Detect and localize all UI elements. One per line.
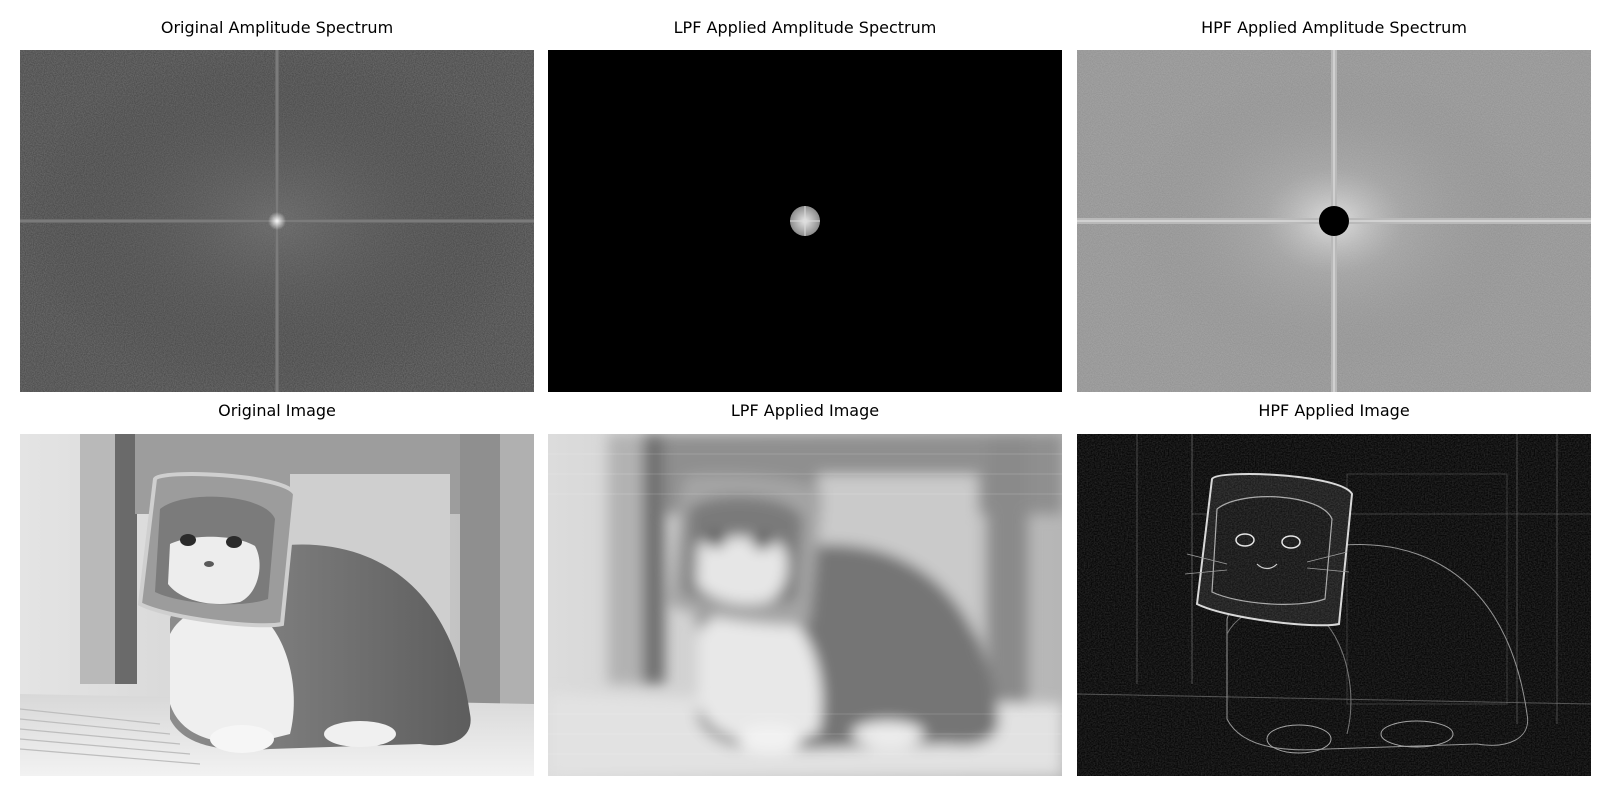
hpf-cat-image [1077,434,1591,776]
panel-title-original-spectrum: Original Amplitude Spectrum [160,18,394,37]
panel-title-lpf-image: LPF Applied Image [730,401,880,420]
original-spectrum-image [20,50,534,392]
panel-title-original-image: Original Image [218,401,336,420]
panel-title-hpf-image: HPF Applied Image [1258,401,1410,420]
panel-title-lpf-spectrum: LPF Applied Amplitude Spectrum [673,18,937,37]
lpf-cat-image [548,434,1062,776]
hpf-spectrum-image [1077,50,1591,392]
lpf-spectrum-image [548,50,1062,392]
panel-title-hpf-spectrum: HPF Applied Amplitude Spectrum [1201,18,1467,37]
original-cat-image [20,434,534,776]
